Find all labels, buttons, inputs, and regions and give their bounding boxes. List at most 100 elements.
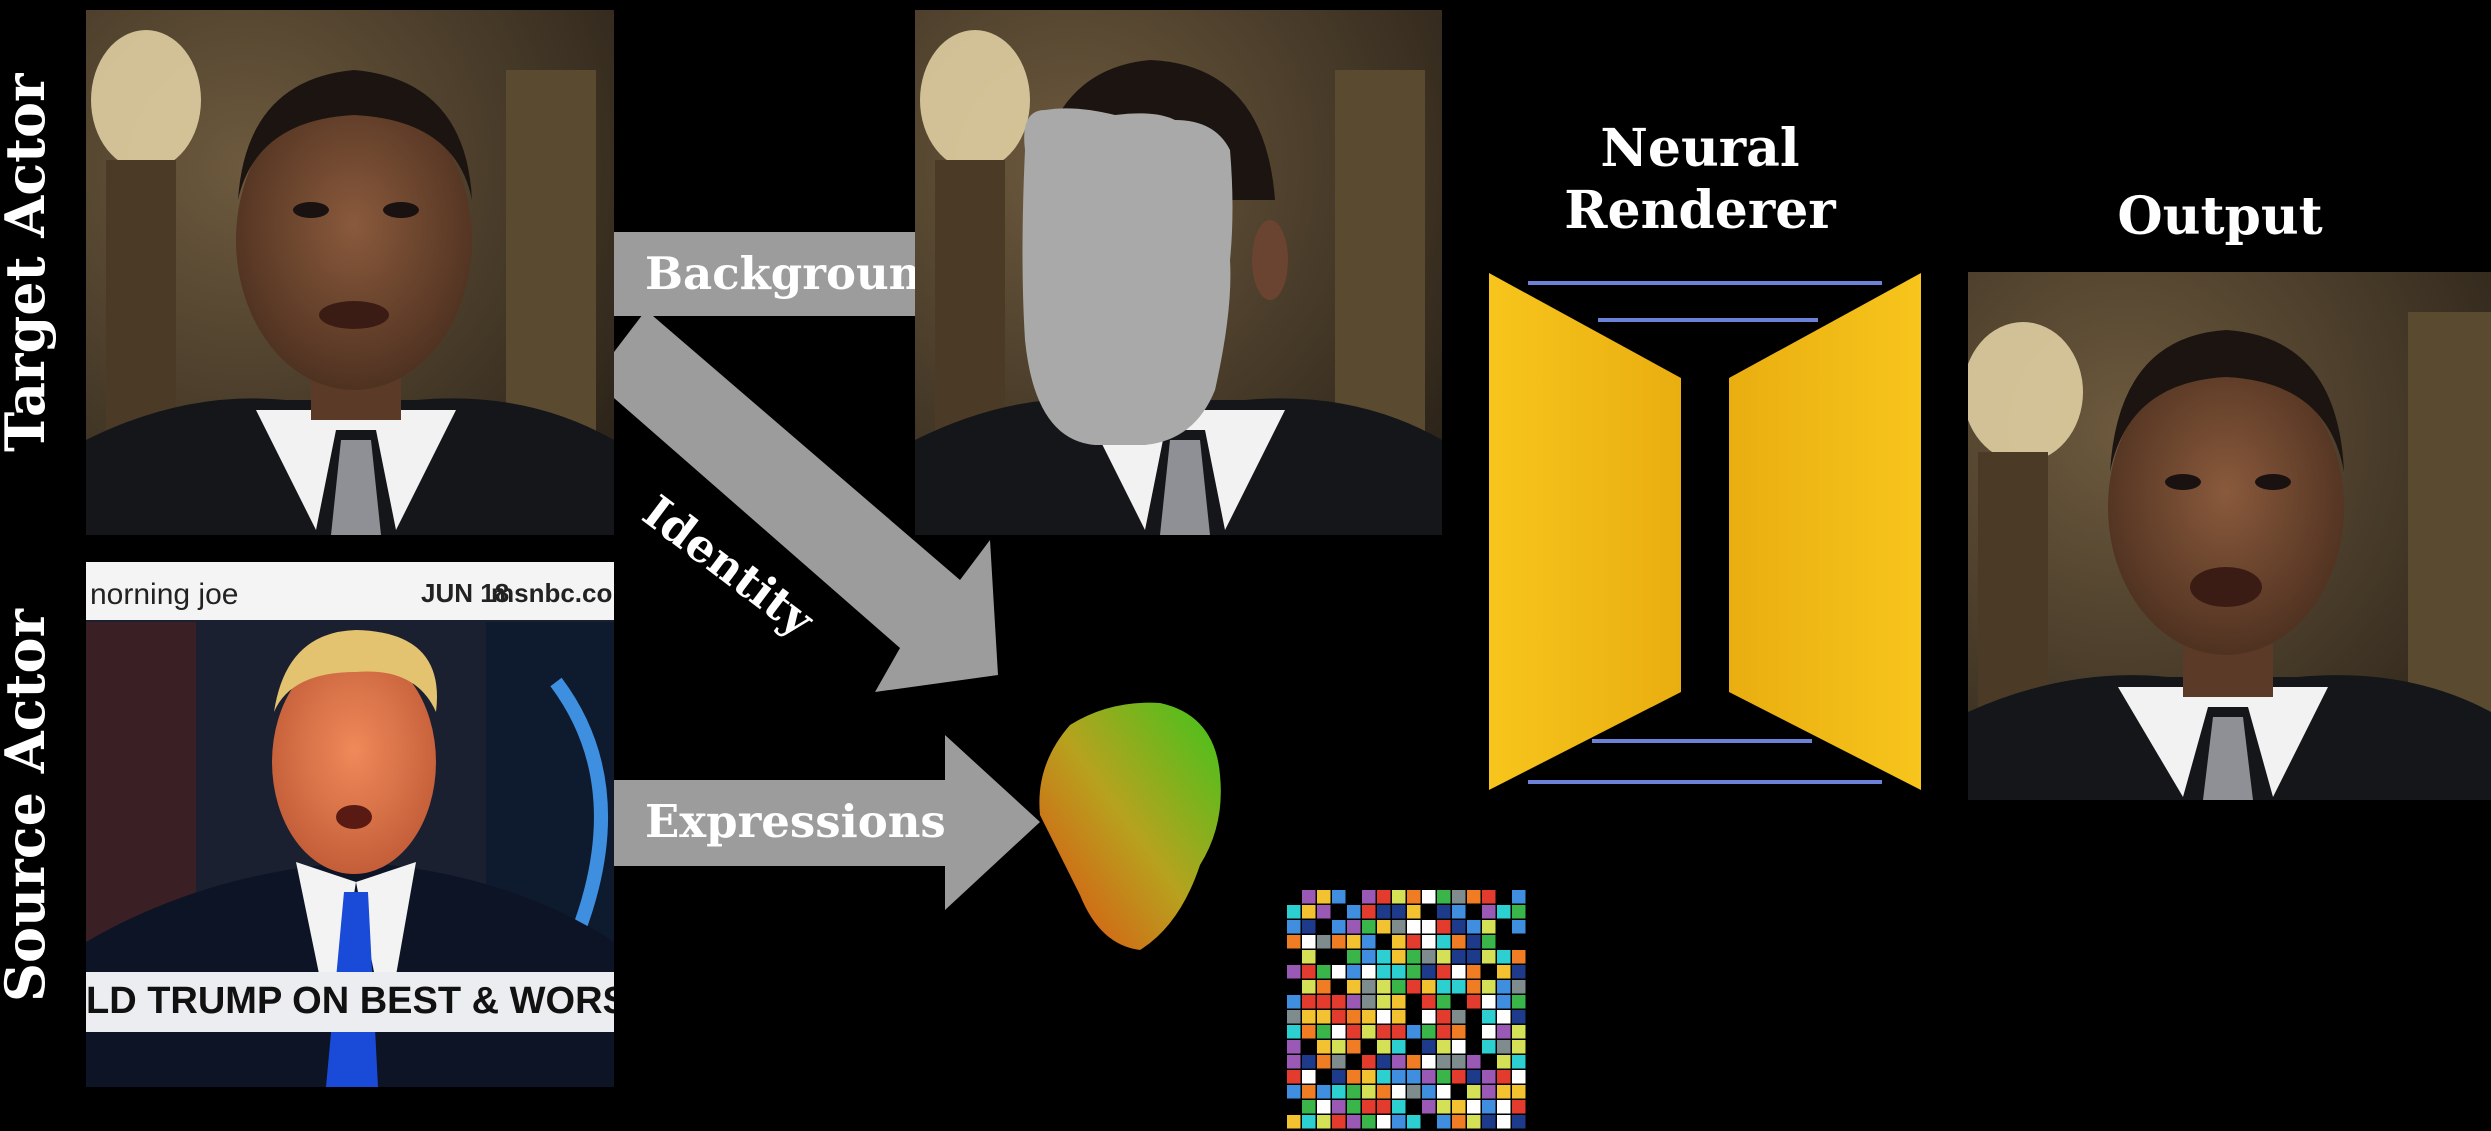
texture-cell [1362, 995, 1376, 1009]
texture-cell [1512, 1070, 1526, 1084]
texture-cell [1422, 1115, 1436, 1129]
texture-cell [1347, 1040, 1361, 1054]
texture-cell [1482, 1115, 1496, 1129]
texture-cell [1452, 980, 1466, 994]
texture-cell [1302, 905, 1316, 919]
texture-cell [1482, 1100, 1496, 1114]
texture-cell [1362, 950, 1376, 964]
texture-cell [1422, 1055, 1436, 1069]
texture-cell [1347, 890, 1361, 904]
texture-cell [1362, 935, 1376, 949]
texture-cell [1362, 1070, 1376, 1084]
texture-cell [1377, 1055, 1391, 1069]
texture-cell [1452, 1010, 1466, 1024]
tv-network-logo: msnbc.co [491, 578, 613, 608]
texture-cell [1317, 1025, 1331, 1039]
texture-cell [1407, 1040, 1421, 1054]
texture-cell [1512, 980, 1526, 994]
texture-cell [1317, 1010, 1331, 1024]
texture-cell [1377, 1115, 1391, 1129]
texture-cell [1422, 995, 1436, 1009]
texture-cell [1377, 890, 1391, 904]
texture-cell [1392, 890, 1406, 904]
texture-cell [1497, 920, 1511, 934]
texture-cell [1347, 1085, 1361, 1099]
texture-cell [1317, 995, 1331, 1009]
texture-cell [1362, 890, 1376, 904]
texture-cell [1512, 965, 1526, 979]
texture-cell [1452, 1040, 1466, 1054]
texture-cell [1497, 1115, 1511, 1129]
texture-cell [1422, 1040, 1436, 1054]
texture-cell [1287, 1115, 1301, 1129]
texture-cell [1392, 1055, 1406, 1069]
texture-cell [1467, 1085, 1481, 1099]
texture-cell [1347, 1055, 1361, 1069]
texture-cell [1467, 905, 1481, 919]
texture-cell [1422, 950, 1436, 964]
texture-cell [1317, 905, 1331, 919]
texture-cell [1317, 920, 1331, 934]
texture-cell [1512, 920, 1526, 934]
texture-cell [1287, 1040, 1301, 1054]
texture-cell [1407, 980, 1421, 994]
texture-cell [1347, 920, 1361, 934]
texture-cell [1332, 1040, 1346, 1054]
texture-cell [1407, 1055, 1421, 1069]
texture-cell [1287, 965, 1301, 979]
texture-cell [1422, 980, 1436, 994]
texture-cell [1392, 1085, 1406, 1099]
texture-cell [1497, 950, 1511, 964]
texture-cell [1407, 950, 1421, 964]
texture-cell [1287, 1070, 1301, 1084]
texture-cell [1407, 1070, 1421, 1084]
texture-cell [1407, 1115, 1421, 1129]
texture-cell [1317, 1115, 1331, 1129]
texture-cell [1287, 980, 1301, 994]
texture-cell [1362, 965, 1376, 979]
texture-cell [1437, 995, 1451, 1009]
texture-cell [1437, 965, 1451, 979]
texture-cell [1407, 935, 1421, 949]
texture-cell [1377, 1100, 1391, 1114]
texture-cell [1512, 1115, 1526, 1129]
texture-cell [1347, 1100, 1361, 1114]
texture-cell [1512, 1100, 1526, 1114]
texture-cell [1422, 920, 1436, 934]
texture-cell [1302, 1115, 1316, 1129]
texture-cell [1407, 1100, 1421, 1114]
texture-cell [1452, 1070, 1466, 1084]
texture-cell [1302, 1100, 1316, 1114]
texture-cell [1302, 980, 1316, 994]
texture-cell [1512, 1025, 1526, 1039]
texture-cell [1422, 1070, 1436, 1084]
texture-cell [1467, 890, 1481, 904]
texture-cell [1332, 980, 1346, 994]
texture-cell [1407, 890, 1421, 904]
texture-cell [1302, 995, 1316, 1009]
texture-cell [1287, 1100, 1301, 1114]
texture-cell [1317, 890, 1331, 904]
texture-cell [1362, 1100, 1376, 1114]
texture-cell [1347, 1010, 1361, 1024]
texture-cell [1467, 1115, 1481, 1129]
texture-cell [1452, 920, 1466, 934]
texture-cell [1317, 950, 1331, 964]
texture-cell [1452, 935, 1466, 949]
texture-cell [1407, 1010, 1421, 1024]
texture-cell [1437, 1055, 1451, 1069]
texture-cell [1482, 950, 1496, 964]
texture-cell [1497, 1010, 1511, 1024]
texture-cell [1512, 1010, 1526, 1024]
texture-cell [1362, 1115, 1376, 1129]
texture-cell [1422, 965, 1436, 979]
tv-show-name: norning joe [90, 578, 239, 611]
texture-cell [1437, 890, 1451, 904]
texture-cell [1377, 1070, 1391, 1084]
texture-cell [1407, 905, 1421, 919]
texture-cell [1347, 965, 1361, 979]
texture-cell [1467, 980, 1481, 994]
neural-renderer-heading-line2: Renderer [1564, 180, 1836, 242]
texture-cell [1392, 965, 1406, 979]
